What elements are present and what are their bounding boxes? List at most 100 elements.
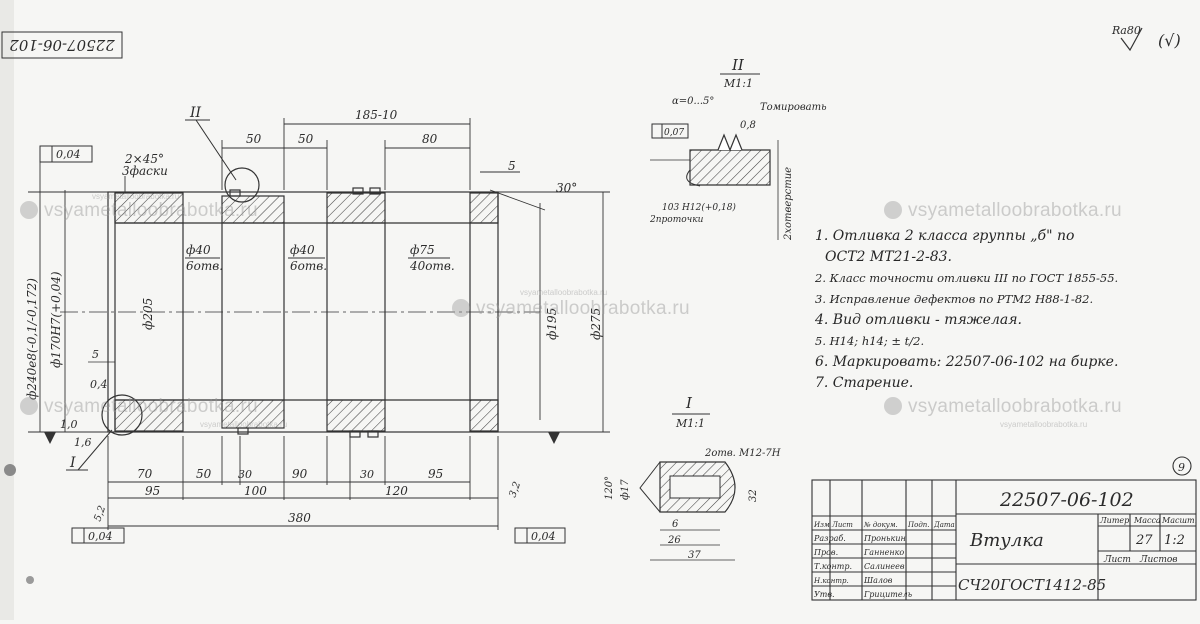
- title-col-lit: Литер: [1099, 516, 1129, 525]
- dim-left-5: 5: [92, 348, 99, 361]
- detail-II-groove: 103 H12(+0,18): [662, 202, 736, 213]
- dim-chamfer-note: 3фаски: [122, 164, 168, 178]
- dim-bot-right-tol: 0,04: [531, 530, 556, 543]
- watermark-logo-icon: [452, 299, 470, 317]
- sig-r6-c0: Утв.: [814, 590, 835, 599]
- dim-bot-90: 90: [292, 467, 308, 481]
- sig-r1-c1: Пронькин: [863, 534, 906, 543]
- detail-I-dim-32: 32: [748, 489, 759, 502]
- title-mass: 27: [1135, 533, 1153, 548]
- bottom-dimension-lines: [107, 436, 499, 530]
- title-sheet: Лист: [1103, 555, 1131, 565]
- sig-r2-c0: Пров.: [813, 548, 838, 557]
- dim-left-10: 1,0: [60, 418, 78, 431]
- watermark-small: vsyametalloobrabotka.ru: [92, 192, 180, 201]
- title-sheets: Листов: [1139, 555, 1178, 565]
- scan-edge: [0, 0, 14, 620]
- sig-r0-c1: Лист: [831, 521, 853, 529]
- top-dimension-lines: [28, 118, 610, 433]
- technical-notes: 1. Отливка 2 класса группы „б" по ОСТ2 М…: [815, 226, 1195, 394]
- dim-chamfer: 2×45°: [124, 152, 164, 166]
- rotated-number-box: 22507-06-102: [1, 31, 123, 59]
- dim-top-30deg: 30°: [556, 181, 577, 195]
- detail-II-angle: α=0...5°: [672, 96, 714, 107]
- bottom-left-tolerance: 0,04: [71, 527, 125, 544]
- title-corner-number: 9: [1178, 461, 1185, 474]
- dim-top-50a: 50: [246, 132, 262, 146]
- dim-bot-50: 50: [196, 467, 212, 481]
- detail-I-angle: 120°: [604, 476, 615, 500]
- title-material: СЧ20ГОСТ1412-85: [958, 576, 1106, 594]
- sig-r5-c1: Грицитель: [863, 590, 912, 599]
- detail-I-dim-6: 6: [672, 519, 679, 530]
- dim-top-185: 185-10: [355, 108, 398, 122]
- detail-II-groove-count: 2проточки: [649, 215, 704, 225]
- dim-top-50b: 50: [298, 132, 314, 146]
- main-section: [60, 167, 540, 438]
- title-scale: 1:2: [1164, 533, 1185, 548]
- watermark-small: vsyametalloobrabotka.ru: [200, 420, 288, 429]
- detail-I-dim-26: 26: [667, 535, 681, 546]
- dim-flat-004: 0,04: [56, 148, 81, 161]
- watermark: vsyametalloobrabotka.ru: [20, 200, 258, 222]
- dim-bot-70: 70: [137, 467, 153, 481]
- title-part-name: Втулка: [969, 530, 1044, 551]
- title-col-scale: Масшт.: [1161, 516, 1197, 525]
- dim-top-5: 5: [508, 159, 516, 173]
- sig-r0-c3: Подп.: [907, 521, 930, 529]
- dim-top-80: 80: [422, 132, 438, 146]
- detail-I: I M1:1 2отв. M12-7H 120° ф17 32 6 26 37: [604, 394, 781, 561]
- detail-II: II M1:1 α=0...5° Томировать 0,07 0,8 103…: [649, 56, 827, 241]
- title-block: [811, 456, 1197, 601]
- watermark-logo-icon: [884, 201, 902, 219]
- watermark-text: vsyametalloobrabotka.ru: [476, 298, 690, 319]
- dim-hole-40b-count: 6отв.: [290, 259, 327, 273]
- dim-hole-40b: ф40: [290, 243, 315, 257]
- watermark: vsyametalloobrabotka.ru: [884, 200, 1122, 222]
- dim-bot-120: 120: [385, 484, 408, 498]
- detail-I-dim-37: 37: [688, 550, 701, 561]
- dim-hole-40a: ф40: [186, 243, 211, 257]
- sig-r2-c1: Ганненко: [863, 548, 904, 557]
- dim-bot-95: 95: [145, 484, 160, 498]
- watermark-text: vsyametalloobrabotka.ru: [908, 200, 1122, 221]
- roughness-value: Rа80: [1111, 24, 1141, 37]
- dim-bot-32: 3,2: [507, 480, 523, 499]
- dim-bot-30a: 30: [238, 468, 252, 481]
- detail-I-scale: M1:1: [675, 417, 705, 430]
- detail-II-dim: 0,8: [740, 120, 756, 131]
- detail-II-scale: M1:1: [723, 77, 753, 90]
- dim-bot-100: 100: [244, 484, 267, 498]
- watermark-text: vsyametalloobrabotka.ru: [44, 200, 258, 221]
- sig-r0-c0: Изм: [813, 521, 830, 529]
- sig-r0-c4: Дата: [933, 521, 955, 529]
- dim-d195: ф195: [545, 308, 559, 340]
- dim-left-04: 0,4: [90, 378, 108, 391]
- sig-r4-c1: Шалов: [863, 576, 893, 585]
- watermark-logo-icon: [20, 397, 38, 415]
- main-detail-I-label: I: [69, 455, 76, 471]
- note-5: 5. Н14; h14; ± t/2.: [815, 334, 925, 348]
- detail-I-holes: 2отв. M12-7H: [704, 448, 781, 459]
- watermark-text: vsyametalloobrabotka.ru: [908, 396, 1122, 417]
- dim-bot-52: 5,2: [92, 504, 108, 523]
- signature-table: Изм Лист № докум. Подп. Дата Разраб. Про…: [813, 521, 955, 599]
- datum-triangle: [548, 432, 560, 444]
- dim-d275: ф275: [589, 308, 603, 340]
- watermark: vsyametalloobrabotka.ru: [884, 396, 1122, 418]
- rotated-drawing-number: 22507-06-102: [9, 36, 116, 54]
- dim-left-16: 1,6: [74, 436, 92, 449]
- sig-r0-c2: № докум.: [863, 521, 898, 529]
- datum-triangle: [44, 432, 56, 444]
- dim-hole-75: ф75: [410, 243, 435, 257]
- dim-bot-30b: 30: [360, 468, 374, 481]
- dim-bot-95r: 95: [428, 467, 443, 481]
- watermark-logo-icon: [884, 397, 902, 415]
- watermark-small: vsyametalloobrabotka.ru: [1000, 420, 1088, 429]
- scan-spot: [26, 576, 34, 584]
- sig-r5-c0: Н.контр.: [813, 577, 849, 585]
- detail-II-mark: Томировать: [760, 102, 827, 113]
- watermark-logo-icon: [20, 201, 38, 219]
- note-7: 7. Старение.: [815, 375, 914, 391]
